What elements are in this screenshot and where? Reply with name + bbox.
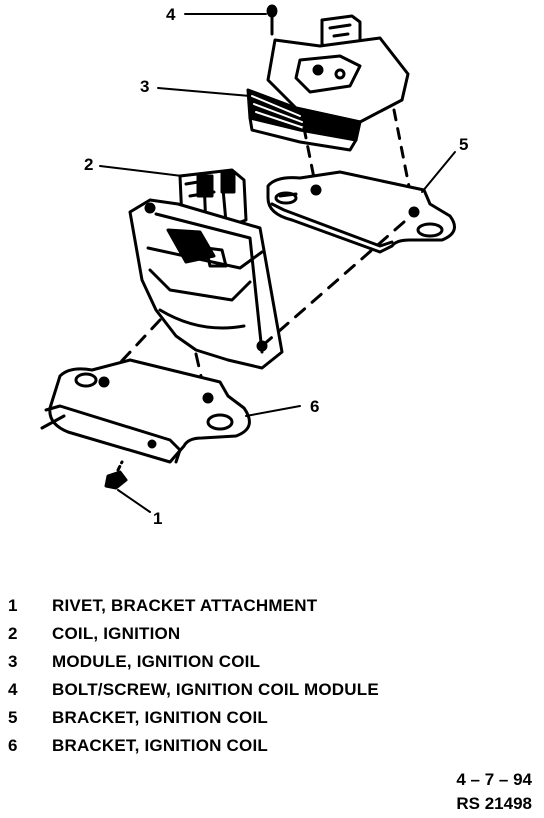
lower-bracket-part (40, 358, 251, 464)
legend-description: BOLT/SCREW, IGNITION COIL MODULE (52, 680, 379, 699)
bolt-screw-part (266, 4, 278, 36)
legend-description: BRACKET, IGNITION COIL (52, 736, 268, 755)
ignition-coil-module-part (246, 14, 410, 152)
leader-lines (99, 13, 456, 513)
legend-description: RIVET, BRACKET ATTACHMENT (52, 596, 318, 615)
exploded-view-drawing (40, 4, 456, 513)
legend-number: 6 (8, 736, 18, 755)
ignition-coil-part (128, 168, 284, 370)
legend-number: 2 (8, 624, 18, 643)
legend-number: 4 (8, 680, 18, 699)
legend-number: 1 (8, 596, 18, 615)
rivet-part (104, 460, 128, 490)
callout-5: 5 (459, 135, 469, 154)
callout-3: 3 (140, 77, 150, 96)
upper-bracket-part (266, 170, 456, 254)
legend-number: 5 (8, 708, 18, 727)
legend-description: COIL, IGNITION (52, 624, 181, 643)
legend-description: BRACKET, IGNITION COIL (52, 708, 268, 727)
callout-1: 1 (153, 509, 163, 528)
legend-description: MODULE, IGNITION COIL (52, 652, 261, 671)
reference-code: RS 21498 (456, 794, 532, 813)
reference-date: 4 – 7 – 94 (456, 770, 532, 789)
legend-number: 3 (8, 652, 18, 671)
callout-4: 4 (166, 5, 176, 24)
callout-2: 2 (84, 155, 94, 174)
callout-6: 6 (310, 397, 320, 416)
